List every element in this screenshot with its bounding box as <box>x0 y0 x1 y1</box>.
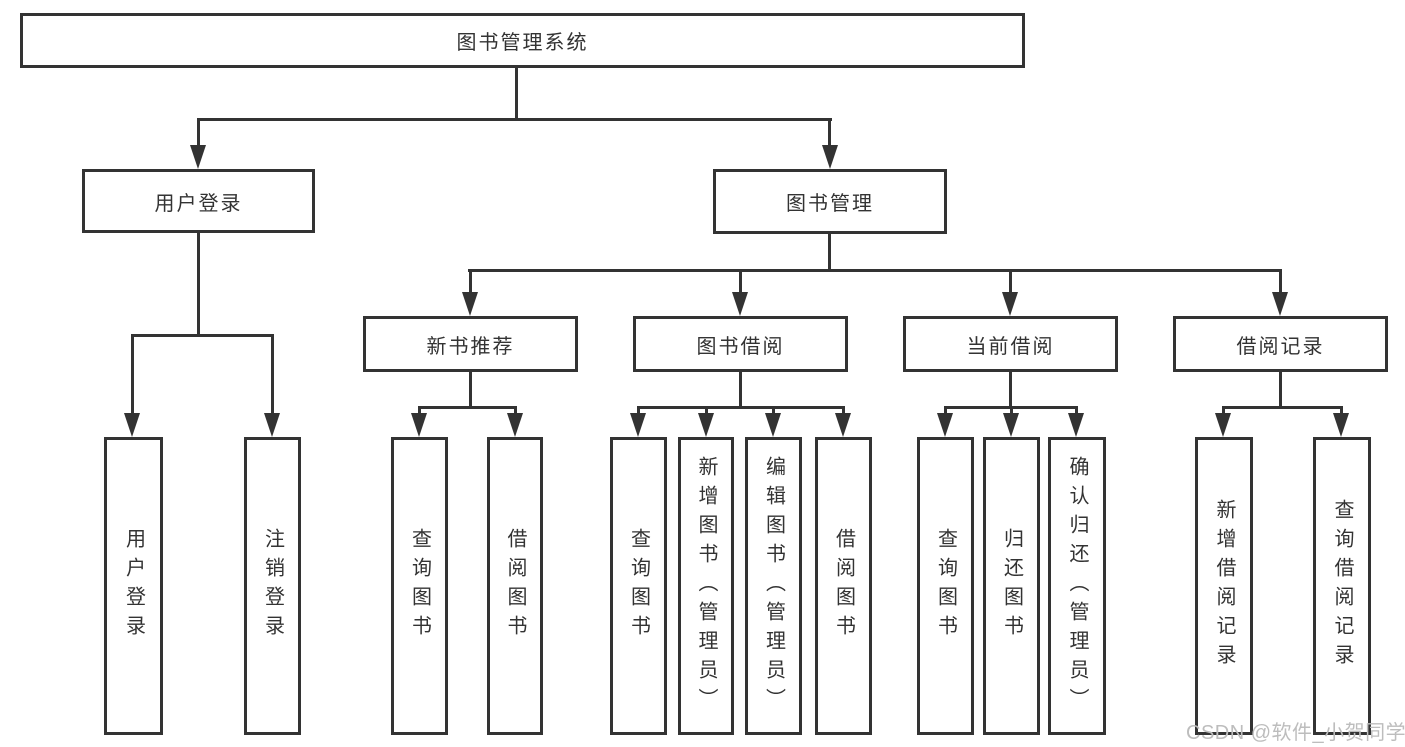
connector-line <box>739 272 742 293</box>
arrow-down-icon <box>411 413 427 437</box>
node-label: 归还图书 <box>1000 528 1023 644</box>
leaf-borrowing-borrow-books: 借阅图书 <box>815 437 872 735</box>
node-label: 查询图书 <box>934 528 957 644</box>
arrow-down-icon <box>1333 413 1349 437</box>
node-label: 新增图书（管理员） <box>695 455 717 717</box>
connector-line <box>418 409 421 414</box>
connector-line <box>197 233 200 334</box>
arrow-down-icon <box>124 413 140 437</box>
node-book-management: 图书管理 <box>713 169 947 234</box>
leaf-recommend-query-books: 查询图书 <box>391 437 448 735</box>
connector-line <box>944 409 947 414</box>
node-label: 查询借阅记录 <box>1331 499 1353 673</box>
connector-line <box>515 68 518 120</box>
arrow-down-icon <box>1003 413 1019 437</box>
connector-line <box>739 372 742 406</box>
leaf-borrowing-add-books-admin: 新增图书（管理员） <box>678 437 734 735</box>
node-label: 新书推荐 <box>426 335 515 358</box>
connector-line <box>469 372 472 406</box>
arrow-down-icon <box>937 413 953 437</box>
node-label: 借阅记录 <box>1236 335 1325 358</box>
node-label: 当前借阅 <box>966 335 1055 358</box>
node-label: 图书管理系统 <box>456 32 589 54</box>
node-current-borrowing: 当前借阅 <box>903 316 1118 372</box>
arrow-down-icon <box>765 413 781 437</box>
connector-line <box>1279 272 1282 293</box>
node-label: 编辑图书（管理员） <box>762 455 785 717</box>
node-label: 用户登录 <box>154 192 243 215</box>
connector-line <box>944 406 1078 409</box>
leaf-logout-login: 注销登录 <box>244 437 301 735</box>
node-label: 借阅图书 <box>832 528 855 644</box>
arrow-down-icon <box>732 292 748 316</box>
connector-line <box>1009 372 1012 406</box>
connector-line <box>131 337 134 414</box>
leaf-borrowing-edit-books-admin: 编辑图书（管理员） <box>745 437 802 735</box>
node-label: 用户登录 <box>122 528 145 644</box>
leaf-user-login: 用户登录 <box>104 437 163 735</box>
connector-line <box>828 234 831 269</box>
connector-line <box>469 272 472 293</box>
arrow-down-icon <box>835 413 851 437</box>
connector-line <box>197 121 200 147</box>
arrow-down-icon <box>822 145 838 169</box>
connector-line <box>637 409 640 414</box>
node-book-borrowing: 图书借阅 <box>633 316 848 372</box>
node-new-book-recommendation: 新书推荐 <box>363 316 578 372</box>
connector-line <box>705 409 708 414</box>
connector-line <box>1222 406 1343 409</box>
node-label: 图书管理 <box>786 193 874 215</box>
connector-line <box>1279 372 1282 406</box>
connector-line <box>828 121 831 147</box>
connector-line <box>842 409 845 414</box>
connector-line <box>1010 409 1013 414</box>
node-label: 确认归还（管理员） <box>1066 455 1088 717</box>
node-label: 图书借阅 <box>696 335 785 358</box>
arrow-down-icon <box>264 413 280 437</box>
arrow-down-icon <box>1215 413 1231 437</box>
connector-line <box>468 269 1282 272</box>
node-user-login: 用户登录 <box>82 169 315 233</box>
connector-line <box>1340 409 1343 414</box>
connector-line <box>637 406 845 409</box>
connector-line <box>772 409 775 414</box>
leaf-records-add-borrow-record: 新增借阅记录 <box>1195 437 1253 735</box>
leaf-recommend-borrow-books: 借阅图书 <box>487 437 543 735</box>
arrow-down-icon <box>1272 292 1288 316</box>
connector-line <box>1075 409 1078 414</box>
connector-line <box>1222 409 1225 414</box>
node-label: 新增借阅记录 <box>1213 499 1235 673</box>
leaf-current-query-books: 查询图书 <box>917 437 974 735</box>
connector-line <box>418 406 517 409</box>
connector-line <box>131 334 274 337</box>
node-label: 注销登录 <box>261 528 284 644</box>
arrow-down-icon <box>630 413 646 437</box>
node-label: 借阅图书 <box>504 528 526 644</box>
node-library-system: 图书管理系统 <box>20 13 1025 68</box>
node-label: 查询图书 <box>627 528 650 644</box>
leaf-current-return-books: 归还图书 <box>983 437 1040 735</box>
arrow-down-icon <box>462 292 478 316</box>
connector-line <box>271 337 274 414</box>
arrow-down-icon <box>1068 413 1084 437</box>
connector-line <box>197 118 832 121</box>
leaf-borrowing-query-books: 查询图书 <box>610 437 667 735</box>
node-borrowing-records: 借阅记录 <box>1173 316 1388 372</box>
arrow-down-icon <box>190 145 206 169</box>
arrow-down-icon <box>698 413 714 437</box>
connector-line <box>1009 272 1012 293</box>
leaf-records-query-borrow-record: 查询借阅记录 <box>1313 437 1371 735</box>
arrow-down-icon <box>1002 292 1018 316</box>
leaf-current-confirm-return-admin: 确认归还（管理员） <box>1048 437 1106 735</box>
arrow-down-icon <box>507 413 523 437</box>
connector-line <box>514 409 517 414</box>
watermark-text: CSDN @软件_小贺同学 <box>1186 722 1405 744</box>
node-label: 查询图书 <box>408 528 431 644</box>
